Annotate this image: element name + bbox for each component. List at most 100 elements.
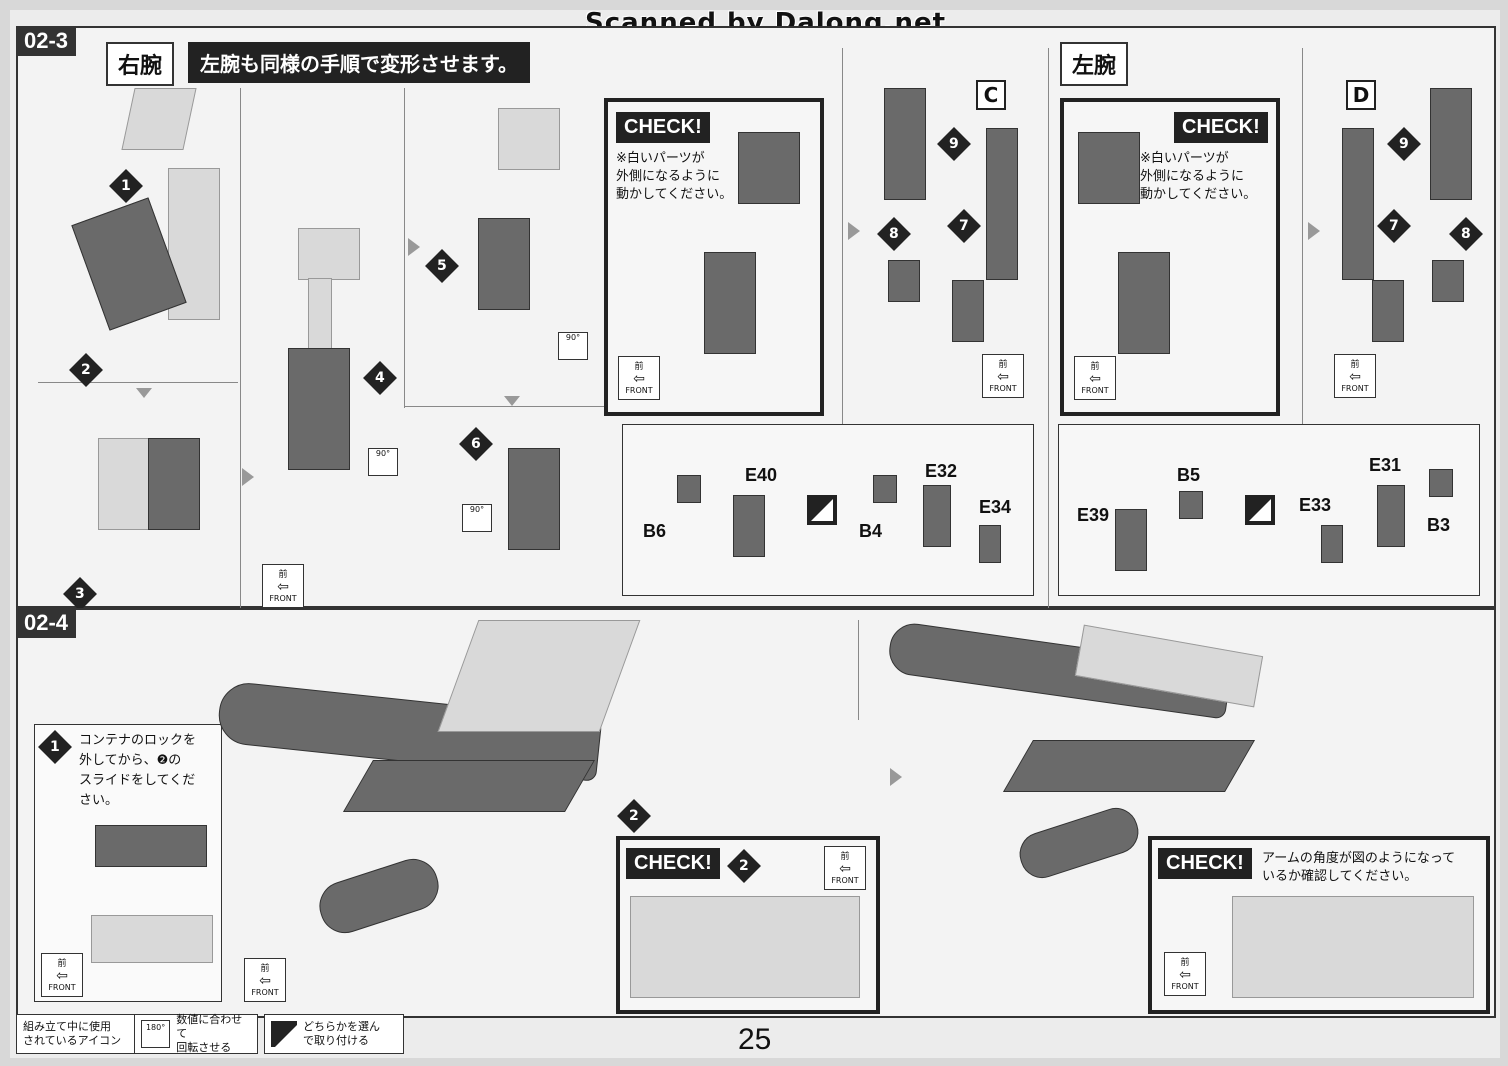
arm-variant-shield (148, 438, 200, 530)
part-e39-shape (1115, 509, 1147, 571)
leg-part-d2 (1342, 128, 1374, 280)
right-arm-label: 右腕 (106, 42, 175, 86)
hand-part-c2 (952, 280, 984, 342)
letter-c: C (976, 80, 1006, 110)
aircraft-arm-right (1013, 802, 1145, 884)
divider (38, 382, 238, 383)
choose-one-icon (1245, 495, 1275, 525)
letter-d: D (1346, 80, 1376, 110)
check-tag: CHECK! (1174, 112, 1268, 143)
check-box-arm-angle: CHECK! アームの角度が図のようになって いるか確認してください。 前⇦FR… (1148, 836, 1490, 1014)
part-b4: B4 (859, 521, 883, 541)
container-lock-part (95, 825, 207, 867)
step-7-badge: 7 (1377, 209, 1411, 243)
step-1-badge: 1 (38, 730, 72, 764)
rotate-180-icon: 180° (141, 1020, 171, 1048)
choose-one-icon (807, 495, 837, 525)
flow-arrow (136, 388, 152, 398)
leg-part-c1 (884, 88, 926, 200)
front-icon: 前⇦FRONT (1334, 354, 1376, 398)
aircraft-wing-moving (437, 620, 641, 732)
front-icon: 前⇦FRONT (1074, 356, 1116, 400)
check-note: ※白いパーツが 外側になるように 動かしてください。 (1140, 151, 1257, 202)
section-02-3-panel: 02-3 右腕 左腕も同様の手順で変形させます。 左腕 1 2 3 4 90° … (16, 26, 1496, 618)
aircraft-arm-body (312, 852, 446, 940)
arm-rotated-part (478, 218, 530, 310)
front-icon: 前⇦FRONT (244, 958, 286, 1002)
step-8-badge: 8 (1449, 217, 1483, 251)
hand-part-c1 (888, 260, 920, 302)
front-icon: 前⇦FRONT (262, 564, 304, 608)
step-8-badge: 8 (877, 217, 911, 251)
hand-part-d2 (1432, 260, 1464, 302)
step-5-badge: 5 (425, 249, 459, 283)
flow-arrow (890, 768, 902, 786)
front-icon: 前⇦FRONT (41, 953, 83, 997)
check-note: アームの角度が図のようになって いるか確認してください。 (1262, 851, 1456, 884)
part-b3: B3 (1427, 515, 1451, 535)
flow-arrow (504, 396, 520, 406)
hand-parts-subpanel-left: E39 B5 E33 E31 B3 (1058, 424, 1480, 596)
flow-arrow (1308, 222, 1320, 240)
step-6-badge: 6 (459, 427, 493, 461)
step-tag-02-4: 02-4 (16, 608, 77, 638)
footer-choose-legend: どちらかを選ん で取り付ける (264, 1014, 404, 1054)
arm-check-shield (704, 252, 756, 354)
step-tag-02-3: 02-3 (16, 26, 77, 56)
left-arm-label: 左腕 (1060, 42, 1129, 86)
hand-part-d1 (1372, 280, 1404, 342)
right-arm-title: 左腕も同様の手順で変形させます。 (188, 42, 530, 83)
check-tag: CHECK! (626, 848, 720, 879)
hand-parts-subpanel-right: B6 E40 B4 E32 E34 (622, 424, 1034, 596)
part-e40-shape (733, 495, 765, 557)
rotate-90-icon: 90° (558, 332, 588, 360)
arm-folded-part (508, 448, 560, 550)
container-instruction-box: 1 コンテナのロックを 外してから、❷の スライドをしてくだ さい。 前⇦FRO… (34, 724, 222, 1002)
leg-part-c2 (986, 128, 1018, 280)
check-tag: CHECK! (616, 112, 710, 143)
front-icon: 前⇦FRONT (824, 846, 866, 890)
check-box-left-arm: CHECK! ※白いパーツが 外側になるように 動かしてください。 前⇦FRON… (1060, 98, 1280, 416)
rotate-90-icon: 90° (368, 448, 398, 476)
check-box-right-arm: CHECK! ※白いパーツが 外側になるように 動かしてください。 前⇦FRON… (604, 98, 824, 416)
part-b5: B5 (1177, 465, 1201, 485)
part-e34-shape (979, 525, 1001, 563)
section-02-4-panel: 02-4 1 コンテナのロックを 外してから、❷の スライドをしてくだ さい。 … (16, 608, 1496, 1018)
step-1-badge: 1 (109, 169, 143, 203)
arm-shoulder-part (298, 228, 360, 280)
divider (240, 88, 241, 618)
part-e32-shape (923, 485, 951, 547)
container-instruction-text: コンテナのロックを 外してから、❷の スライドをしてくだ さい。 (79, 733, 197, 808)
step-7-badge: 7 (947, 209, 981, 243)
step-3-badge: 3 (63, 577, 97, 611)
check-note: ※白いパーツが 外側になるように 動かしてください。 (616, 151, 733, 202)
footer-legend-title: 組み立て中に使用 されているアイコン (16, 1014, 138, 1054)
arm-check-part (738, 132, 800, 204)
choose-one-icon (271, 1021, 297, 1047)
rotate-90-icon: 90° (462, 504, 492, 532)
divider (858, 620, 859, 720)
front-icon: 前⇦FRONT (618, 356, 660, 400)
divider (842, 48, 843, 428)
aircraft-wing-right (1002, 740, 1256, 792)
leg-part-d1 (1430, 88, 1472, 200)
divider (1048, 48, 1049, 608)
divider (1302, 48, 1303, 428)
part-b5-shape (1179, 491, 1203, 519)
part-b6-shape (677, 475, 701, 503)
divider (404, 406, 604, 407)
part-b3-shape (1429, 469, 1453, 497)
part-e33: E33 (1299, 495, 1332, 515)
front-icon: 前⇦FRONT (982, 354, 1024, 398)
divider (404, 88, 405, 408)
manual-page: Scanned by Dalong.net 02-3 右腕 左腕も同様の手順で変… (10, 8, 1500, 1058)
step-4-badge: 4 (363, 361, 397, 395)
arm-angle-detail (1232, 896, 1474, 998)
container-part (91, 915, 213, 963)
front-icon: 前⇦FRONT (1164, 952, 1206, 996)
part-e34: E34 (979, 497, 1012, 517)
part-e31-shape (1377, 485, 1405, 547)
step-2-badge: 2 (727, 849, 761, 883)
part-e40: E40 (745, 465, 778, 485)
footer-rotate-legend: 180° 数値に合わせて 回転させる (134, 1013, 258, 1054)
